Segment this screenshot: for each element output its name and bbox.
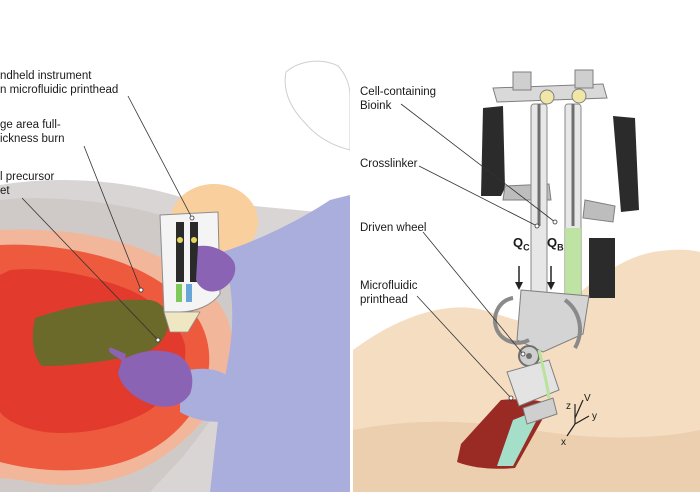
leader-burn: [83, 145, 142, 291]
label-driven-wheel: Driven wheel: [360, 222, 427, 234]
device-render-panel: Cell-containing Bioink Crosslinker Drive…: [353, 0, 700, 492]
leader-dot-burn: [138, 287, 144, 293]
bioink-flow-arrowhead: [547, 282, 555, 290]
cartridge-indicator-left: [177, 237, 183, 243]
leader-dot-printhead: [508, 395, 514, 401]
right-knob: [571, 88, 587, 104]
drive-motor: [589, 238, 615, 298]
printhead-nozzle: [522, 397, 558, 425]
background-person-head: [284, 60, 350, 151]
skin-shadow: [353, 421, 700, 492]
label-printhead-line1: Microfluidic: [360, 280, 418, 292]
left-tubing-loop: [493, 296, 530, 345]
printhead-block: [506, 359, 560, 407]
device-render: [353, 69, 700, 492]
label-bioink-line2: Bioink: [360, 100, 392, 112]
surgeon-sleeve: [180, 368, 238, 422]
leader-dot-instrument: [189, 215, 195, 221]
axis-label-y: y: [592, 411, 597, 422]
v-vector-line: [574, 399, 584, 419]
precursor-sheet: [32, 299, 169, 366]
glove-finger: [109, 347, 126, 362]
leader-dot-bioink: [552, 219, 558, 225]
right-plunger-cap: [574, 69, 594, 89]
label-precursor-line1: l precursor: [0, 171, 55, 183]
label-bioink-line1: Cell-containing: [360, 86, 437, 98]
instrument-cartridge-left: [176, 222, 184, 282]
leader-dot-precursor: [155, 337, 161, 343]
left-plunger-cap: [512, 71, 532, 91]
right-arm: [582, 199, 616, 223]
label-crosslinker: Crosslinker: [360, 158, 418, 170]
driven-wheel-hub: [526, 353, 532, 359]
label-handheld-instrument-line1: ndheld instrument: [0, 70, 92, 82]
leader-crosslinker: [418, 165, 538, 227]
flow-label-qc: QC: [513, 236, 530, 255]
leader-bioink: [400, 103, 556, 223]
axis-label-x: x: [561, 437, 566, 448]
axis-label-z: z: [566, 401, 571, 412]
leader-precursor: [21, 197, 159, 341]
label-burn-line2: ickness burn: [0, 133, 65, 145]
burn-illustration: [0, 60, 350, 492]
lower-glove-hand: [118, 350, 193, 407]
upper-glove-hand: [196, 245, 236, 292]
leader-printhead: [416, 295, 512, 399]
crosslinker-tube: [186, 284, 192, 302]
flow-label-qc-main: Q: [513, 235, 524, 250]
flow-label-qb-sub: B: [557, 242, 564, 253]
label-handheld-instrument-line2: n microfluidic printhead: [0, 84, 119, 96]
right-bracket: [613, 116, 639, 212]
label-printhead-line2: printhead: [360, 294, 408, 306]
right-tubing-loop: [563, 298, 582, 349]
surgeon-gown: [210, 195, 350, 492]
leader-driven-wheel: [422, 231, 524, 355]
crosslinker-flow-arrowhead: [515, 282, 523, 290]
label-precursor-line2: et: [0, 185, 10, 197]
leader-dot-crosslinker: [534, 223, 540, 229]
leader-dot-driven-wheel: [520, 351, 526, 357]
left-bracket: [481, 106, 505, 196]
bioink-channel: [537, 349, 551, 399]
cartridge-indicator-right: [191, 237, 197, 243]
flow-label-qb: QB: [547, 236, 564, 255]
microfluidic-printhead: [163, 311, 201, 333]
leader-instrument: [127, 95, 193, 219]
y-axis-line: [574, 415, 590, 425]
left-knob: [539, 89, 555, 105]
bioink-tube: [176, 284, 182, 302]
x-axis-line: [566, 423, 576, 437]
illustration-panel: ndheld instrument n microfluidic printhe…: [0, 60, 350, 492]
flow-label-qc-sub: C: [523, 242, 530, 253]
axis-label-v: V: [584, 393, 591, 404]
bioink-fill: [565, 228, 581, 304]
label-burn-line1: ge area full-: [0, 119, 61, 131]
flow-label-qb-main: Q: [547, 235, 558, 250]
instrument-cartridge-right: [190, 222, 198, 282]
panel-divider: [350, 40, 353, 485]
